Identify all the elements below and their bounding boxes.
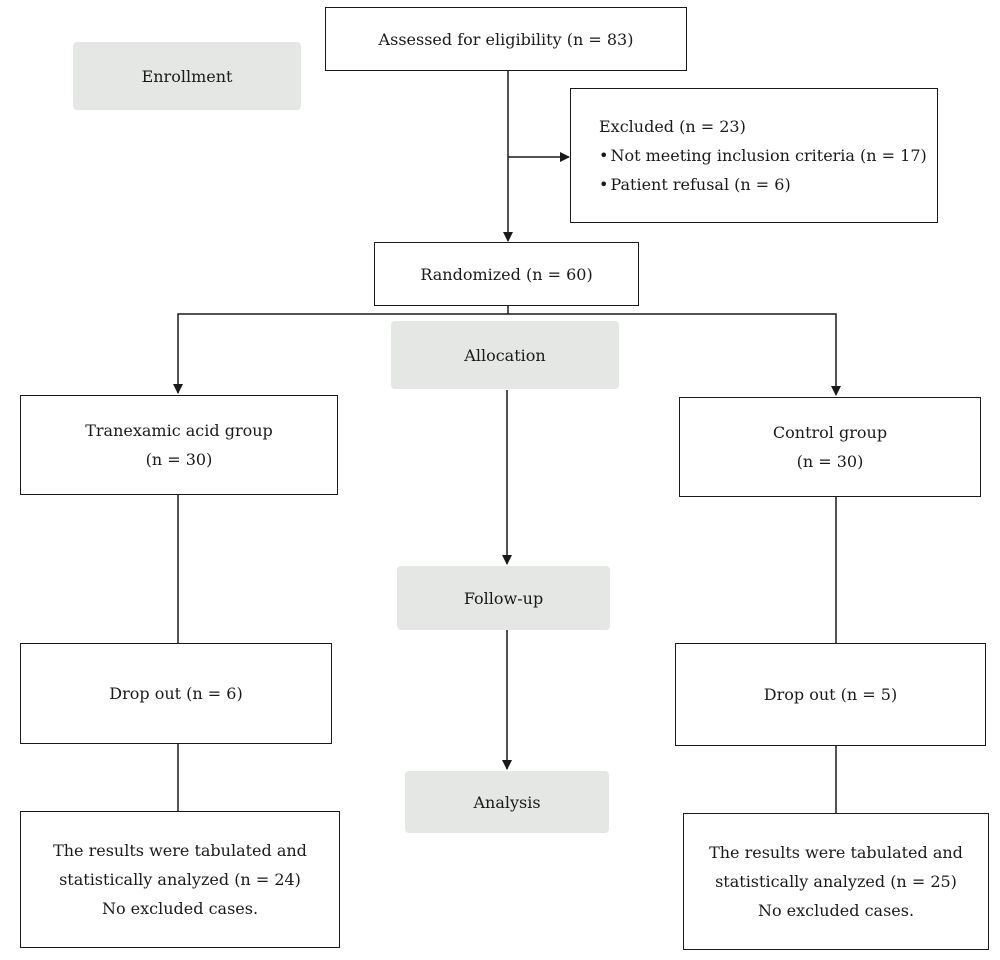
excluded-item-text: Not meeting inclusion criteria (n = 17): [610, 146, 927, 165]
enrollment-label: Enrollment: [73, 42, 301, 110]
results-line: The results were tabulated and: [53, 841, 307, 860]
arrow-to-right-group: [508, 313, 841, 396]
excluded-title: Excluded (n = 23): [599, 117, 746, 136]
results-line: statistically analyzed (n = 25): [715, 872, 957, 891]
control-results-box: The results were tabulated and statistic…: [683, 813, 989, 950]
group-count: (n = 30): [796, 452, 864, 471]
results-line: statistically analyzed (n = 24): [59, 870, 301, 889]
control-dropout-box: Drop out (n = 5): [675, 643, 986, 746]
arrow-to-left-group: [173, 313, 508, 394]
randomized-text: Randomized (n = 60): [420, 264, 593, 284]
analysis-text: Analysis: [473, 792, 541, 812]
tranexamic-results-box: The results were tabulated and statistic…: [20, 811, 340, 948]
group-name: Tranexamic acid group: [85, 421, 273, 440]
assessed-text: Assessed for eligibility (n = 83): [378, 29, 634, 49]
results-line: The results were tabulated and: [709, 843, 963, 862]
results-line: No excluded cases.: [757, 901, 915, 920]
followup-label: Follow-up: [397, 566, 610, 630]
randomized-box: Randomized (n = 60): [374, 242, 639, 306]
group-name: Control group: [772, 423, 888, 442]
excluded-item-text: Patient refusal (n = 6): [610, 175, 791, 194]
excluded-item: • Patient refusal (n = 6): [599, 170, 791, 199]
allocation-text: Allocation: [464, 345, 546, 365]
followup-text: Follow-up: [463, 588, 544, 608]
group-count: (n = 30): [145, 450, 213, 469]
excluded-box: Excluded (n = 23) • Not meeting inclusio…: [570, 88, 938, 223]
enrollment-text: Enrollment: [141, 66, 233, 86]
dropout-text: Drop out (n = 6): [109, 684, 243, 703]
tranexamic-group-box: Tranexamic acid group (n = 30): [20, 395, 338, 495]
results-line: No excluded cases.: [101, 899, 259, 918]
bullet-dot-icon: •: [599, 146, 609, 165]
bullet-dot-icon: •: [599, 175, 609, 194]
analysis-label: Analysis: [405, 771, 609, 833]
tranexamic-dropout-box: Drop out (n = 6): [20, 643, 332, 744]
assessed-box: Assessed for eligibility (n = 83): [325, 7, 687, 71]
excluded-item: • Not meeting inclusion criteria (n = 17…: [599, 141, 927, 170]
dropout-text: Drop out (n = 5): [763, 685, 898, 704]
control-group-box: Control group (n = 30): [679, 397, 981, 497]
allocation-label: Allocation: [391, 321, 619, 389]
